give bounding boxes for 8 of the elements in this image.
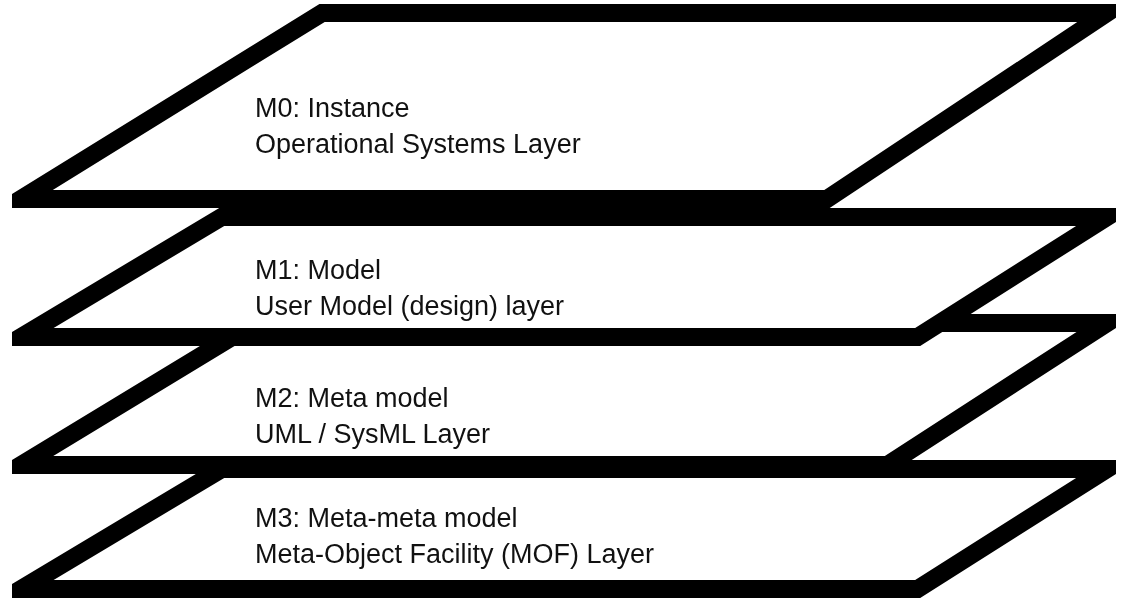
layer-title: M1: Model [255,254,383,287]
layer-title: M2: Meta model [255,382,450,415]
layer-title: M3: Meta-meta model [255,502,519,535]
layer-title: M0: Instance [255,92,411,125]
layer-description: Operational Systems Layer [255,128,581,161]
layer-description: Meta-Object Facility (MOF) Layer [255,538,655,571]
layer-description: User Model (design) layer [255,290,565,323]
layer-description: UML / SysML Layer [255,418,491,451]
